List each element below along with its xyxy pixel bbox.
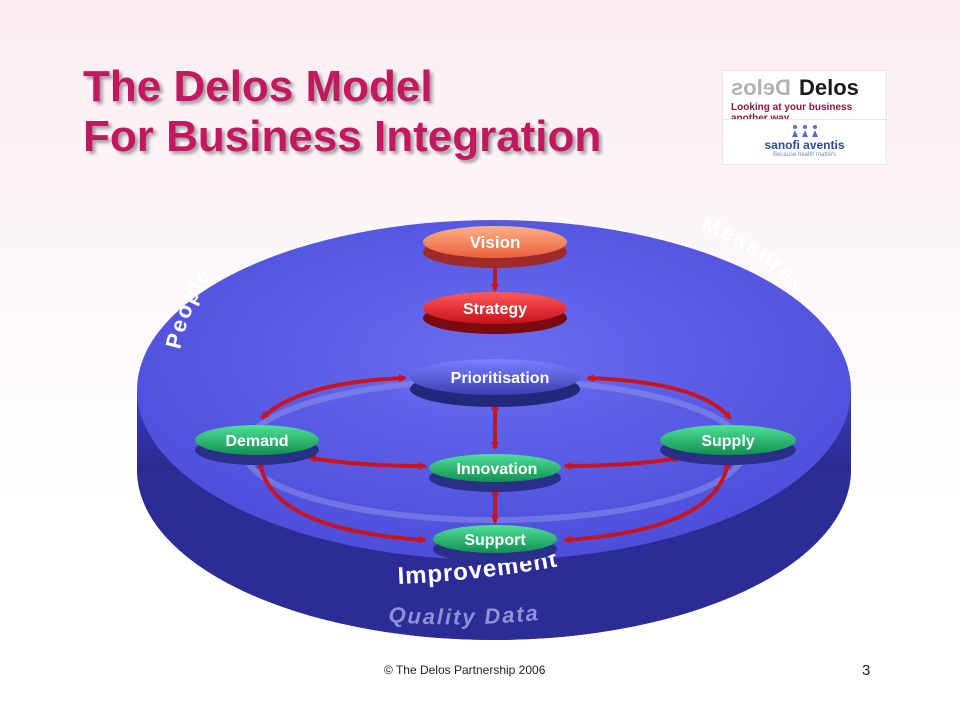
delos-logo-text: Delos bbox=[799, 75, 859, 100]
node-vision-label: Vision bbox=[470, 233, 521, 252]
delos-logo-tagline: Looking at your business another way bbox=[731, 102, 853, 124]
node-demand: Demand bbox=[195, 425, 319, 465]
sanofi-aventis-name: sanofi aventis bbox=[764, 138, 845, 152]
node-innovation-label: Innovation bbox=[457, 461, 538, 478]
arrow-prioritisation-demand bbox=[260, 374, 407, 420]
copyright-footer: © The Delos Partnership 2006 bbox=[384, 663, 546, 677]
slide-title: The Delos Model For Business Integration bbox=[83, 62, 601, 162]
arrow-demand-support bbox=[256, 460, 427, 544]
page-number: 3 bbox=[862, 662, 871, 679]
quality-data-label: Quality Data bbox=[388, 600, 541, 630]
node-innovation: Innovation bbox=[429, 454, 561, 492]
node-supply: Supply bbox=[660, 425, 796, 465]
node-strategy-label: Strategy bbox=[463, 301, 527, 318]
sanofi-aventis-logo: sanofi aventis Because health matters bbox=[722, 119, 887, 165]
arrow-supply-support bbox=[563, 460, 732, 544]
flow-arrows bbox=[256, 260, 732, 544]
delos-logo: Delos Delos Looking at your business ano… bbox=[722, 70, 887, 124]
node-demand-label: Demand bbox=[225, 433, 288, 450]
sanofi-aventis-tagline: Because health matters bbox=[772, 152, 837, 158]
title-line-2: For Business Integration bbox=[83, 112, 602, 161]
node-prioritisation: Prioritisation bbox=[410, 359, 580, 407]
node-support-label: Support bbox=[464, 532, 526, 549]
arrow-prioritisation-supply bbox=[586, 374, 732, 420]
title-line-1: The Delos Model bbox=[83, 62, 433, 111]
node-vision: Vision bbox=[423, 226, 567, 268]
people-figures-icon bbox=[792, 125, 818, 137]
node-supply-label: Supply bbox=[701, 433, 754, 450]
node-strategy: Strategy bbox=[423, 292, 567, 334]
node-support: Support bbox=[433, 525, 557, 563]
node-prioritisation-label: Prioritisation bbox=[451, 370, 550, 387]
